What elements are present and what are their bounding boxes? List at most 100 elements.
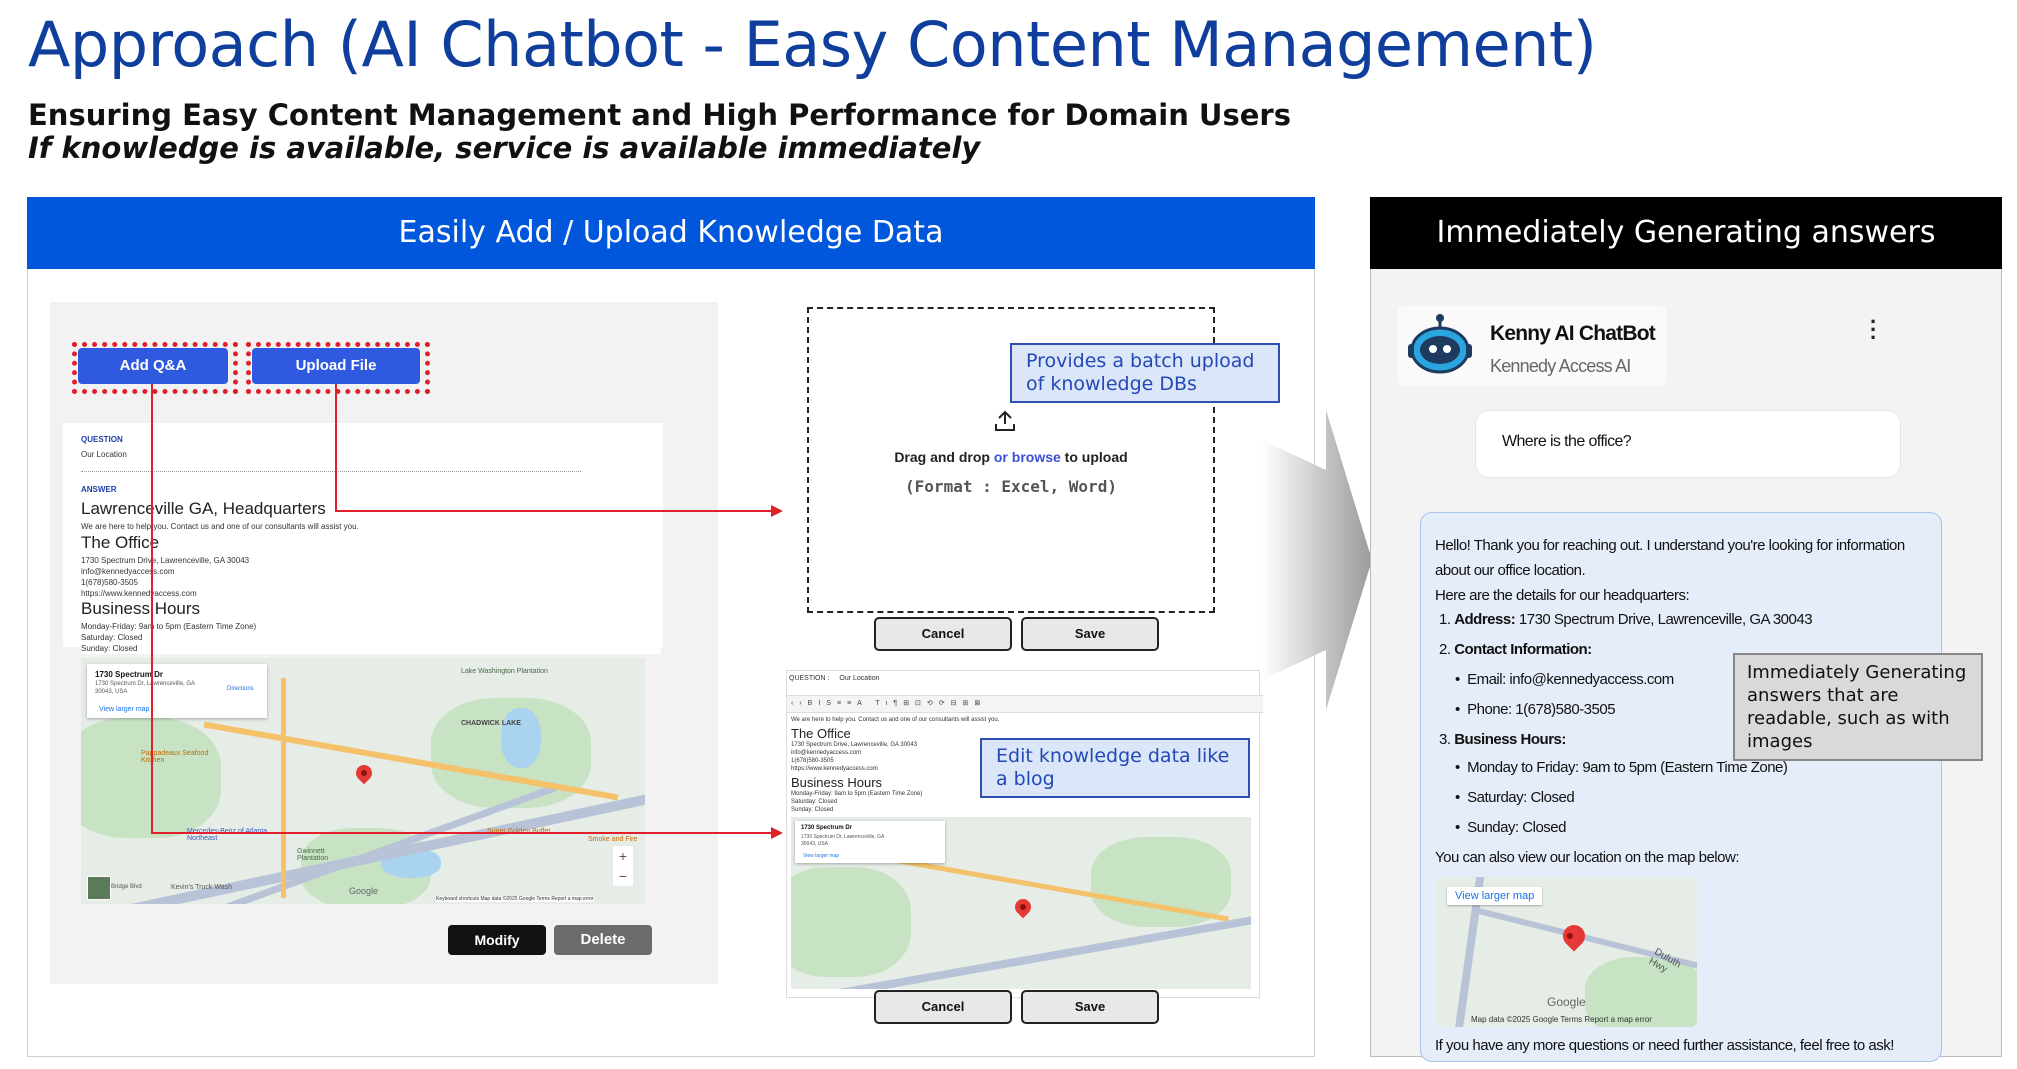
office-email: info@kennedyaccess.com: [81, 567, 175, 576]
hours-sunday: Sunday: Closed: [81, 643, 661, 654]
upload-save-button[interactable]: Save: [1021, 617, 1159, 651]
arrow-head: [771, 505, 783, 517]
location-map[interactable]: 1730 Spectrum Dr 1730 Spectrum Dr, Lawre…: [81, 658, 645, 904]
office-address: 1730 Spectrum Drive, Lawrenceville, GA 3…: [81, 556, 250, 565]
right-panel-heading: Immediately Generating answers: [1370, 197, 2002, 269]
answer-map-footer: Map data ©2025 Google Terms Report a map…: [1471, 1015, 1652, 1024]
map-satellite-thumb[interactable]: [87, 876, 111, 900]
map-footer: Keyboard shortcuts Map data ©2025 Google…: [436, 896, 594, 902]
user-message-text: Where is the office?: [1502, 433, 1632, 450]
answer-hours-weekday: • Monday to Friday: 9am to 5pm (Eastern …: [1455, 759, 1788, 776]
editor-hours-sat: Saturday: Closed: [791, 799, 838, 805]
add-qa-button[interactable]: Add Q&A: [78, 348, 228, 384]
editor-website: https://www.kennedyaccess.com: [791, 766, 878, 772]
qa-document: QUESTION Our Location ANSWER Lawrencevil…: [63, 423, 663, 647]
arrow-head: [771, 827, 783, 839]
more-options-icon[interactable]: ···: [1870, 309, 1878, 350]
editor-hours-title: Business Hours: [791, 775, 883, 790]
map-label-lake: Lake Washington Plantation: [461, 668, 548, 675]
hours-weekday: Monday-Friday: 9am to 5pm (Eastern Time …: [81, 622, 257, 631]
map-label-buffet: Super Golden Buffet: [487, 828, 550, 835]
left-panel-heading: Easily Add / Upload Knowledge Data: [27, 197, 1315, 269]
answer-closing: If you have any more questions or need f…: [1435, 1037, 1894, 1054]
upload-file-highlight: [246, 342, 430, 394]
answer-intro: Hello! Thank you for reaching out. I und…: [1435, 537, 1905, 579]
office-phone: 1(678)580-3505: [81, 578, 138, 587]
connector-line: [151, 384, 153, 834]
location-pin-icon: [1558, 920, 1590, 952]
map-label-kevin: Kevin's Truck Wash: [171, 884, 232, 891]
page-tagline: If knowledge is available, service is av…: [28, 131, 981, 165]
map-place-name: 1730 Spectrum Dr: [95, 670, 164, 679]
map-place-name: 1730 Spectrum Dr: [801, 825, 853, 831]
answer-map[interactable]: View larger map Duluth Hwy Google Map da…: [1435, 877, 1697, 1027]
map-label-chadwick: CHADWICK LAKE: [461, 720, 521, 727]
editor-office-title: The Office: [791, 726, 851, 741]
flow-arrow-icon: [1262, 410, 1372, 710]
map-label-smoke: Smoke and Fire: [588, 836, 638, 843]
map-zoom-control[interactable]: +−: [613, 846, 633, 886]
editor-map-card: 1730 Spectrum Dr 1730 Spectrum Dr, Lawre…: [795, 821, 945, 863]
map-label-mercedes: Mercedes-Benz of Atlanta Northeast: [187, 828, 267, 842]
callout-batch-upload: Provides a batch upload of knowledge DBs: [1010, 343, 1280, 403]
editor-intro: We are here to help you. Contact us and …: [791, 717, 1000, 723]
browse-link[interactable]: or browse: [993, 449, 1061, 465]
map-directions-link[interactable]: Directions: [227, 686, 254, 692]
bot-answer-bubble: Hello! Thank you for reaching out. I und…: [1420, 512, 1942, 1062]
answer-intro: We are here to help you. Contact us and …: [81, 522, 359, 531]
map-label-bridge: Bridge Blvd: [111, 884, 142, 890]
hours-title: Business Hours: [81, 599, 201, 618]
editor-toolbar[interactable]: ‹›BIS≡≡A Tı¶⊞⊡⟲⟳⊟⊞⊠: [787, 695, 1263, 713]
editor-address: 1730 Spectrum Drive, Lawrenceville, GA 3…: [791, 742, 918, 748]
map-place-addr2: 30043, USA: [95, 689, 128, 695]
answer-address: 1. Address: 1730 Spectrum Drive, Lawrenc…: [1439, 611, 1813, 628]
answer-email: • Email: info@kennedyaccess.com: [1455, 671, 1674, 688]
page-title: Approach (AI Chatbot - Easy Content Mana…: [28, 8, 1597, 81]
answer-hours-sun: • Sunday: Closed: [1455, 819, 1566, 836]
upload-file-button[interactable]: Upload File: [252, 348, 420, 384]
page-subtitle: Ensuring Easy Content Management and Hig…: [28, 98, 1291, 132]
question-value: Our Location: [81, 450, 127, 459]
editor-map[interactable]: 1730 Spectrum Dr 1730 Spectrum Dr, Lawre…: [791, 817, 1251, 989]
callout-readable-answers: Immediately Generating answers that are …: [1733, 653, 1983, 761]
divider: [81, 471, 581, 472]
map-label-gwinnett: Gwinnett Plantation: [297, 848, 329, 862]
editor-phone: 1(678)580-3505: [791, 758, 834, 764]
answer-phone: • Phone: 1(678)580-3505: [1455, 701, 1616, 718]
rich-text-editor[interactable]: QUESTION : Our Location ‹›BIS≡≡A Tı¶⊞⊡⟲⟳…: [786, 670, 1263, 998]
map-google-logo: Google: [349, 886, 379, 896]
upload-format-note: (Format : Excel, Word): [905, 477, 1117, 496]
editor-cancel-button[interactable]: Cancel: [874, 990, 1012, 1024]
connector-line: [335, 510, 775, 512]
upload-instruction: Drag and drop or browse to upload: [894, 449, 1128, 465]
answer-label: ANSWER: [81, 485, 117, 494]
map-label-pappadeaux: Pappadeaux Seafood Kitchen: [141, 750, 209, 764]
connector-line: [151, 832, 775, 834]
connector-line: [335, 384, 337, 510]
editor-hours-weekday: Monday-Friday: 9am to 5pm (Eastern Time …: [791, 791, 923, 797]
hours-saturday: Saturday: Closed: [81, 633, 143, 642]
modify-button[interactable]: Modify: [448, 925, 546, 955]
upload-icon: [993, 409, 1017, 433]
add-qa-highlight: [72, 342, 238, 394]
robot-avatar-icon: [1406, 312, 1474, 378]
location-pin-icon: [352, 761, 376, 785]
answer-hours-sat: • Saturday: Closed: [1455, 789, 1575, 806]
answer-map-line: You can also view our location on the ma…: [1435, 849, 1740, 866]
callout-edit-blog: Edit knowledge data like a blog: [980, 738, 1250, 798]
view-larger-map-link[interactable]: View larger map: [99, 706, 150, 713]
map-place-card: 1730 Spectrum Dr 1730 Spectrum Dr, Lawre…: [87, 664, 267, 718]
answer-hours-heading: 3. Business Hours:: [1439, 731, 1566, 748]
editor-question-value[interactable]: Our Location: [839, 675, 880, 682]
map-place-addr2: 30043, USA: [801, 841, 828, 847]
editor-save-button[interactable]: Save: [1021, 990, 1159, 1024]
question-label: QUESTION: [81, 435, 123, 444]
location-pin-icon: [1011, 895, 1035, 919]
answer-headline: Lawrenceville GA, Headquarters: [81, 499, 326, 518]
answer-view-larger-map[interactable]: View larger map: [1447, 887, 1543, 905]
office-website: https://www.kennedyaccess.com: [81, 589, 197, 598]
delete-button[interactable]: Delete: [554, 925, 652, 955]
office-title: The Office: [81, 533, 160, 552]
view-larger-map-link[interactable]: View larger map: [803, 853, 840, 859]
upload-cancel-button[interactable]: Cancel: [874, 617, 1012, 651]
